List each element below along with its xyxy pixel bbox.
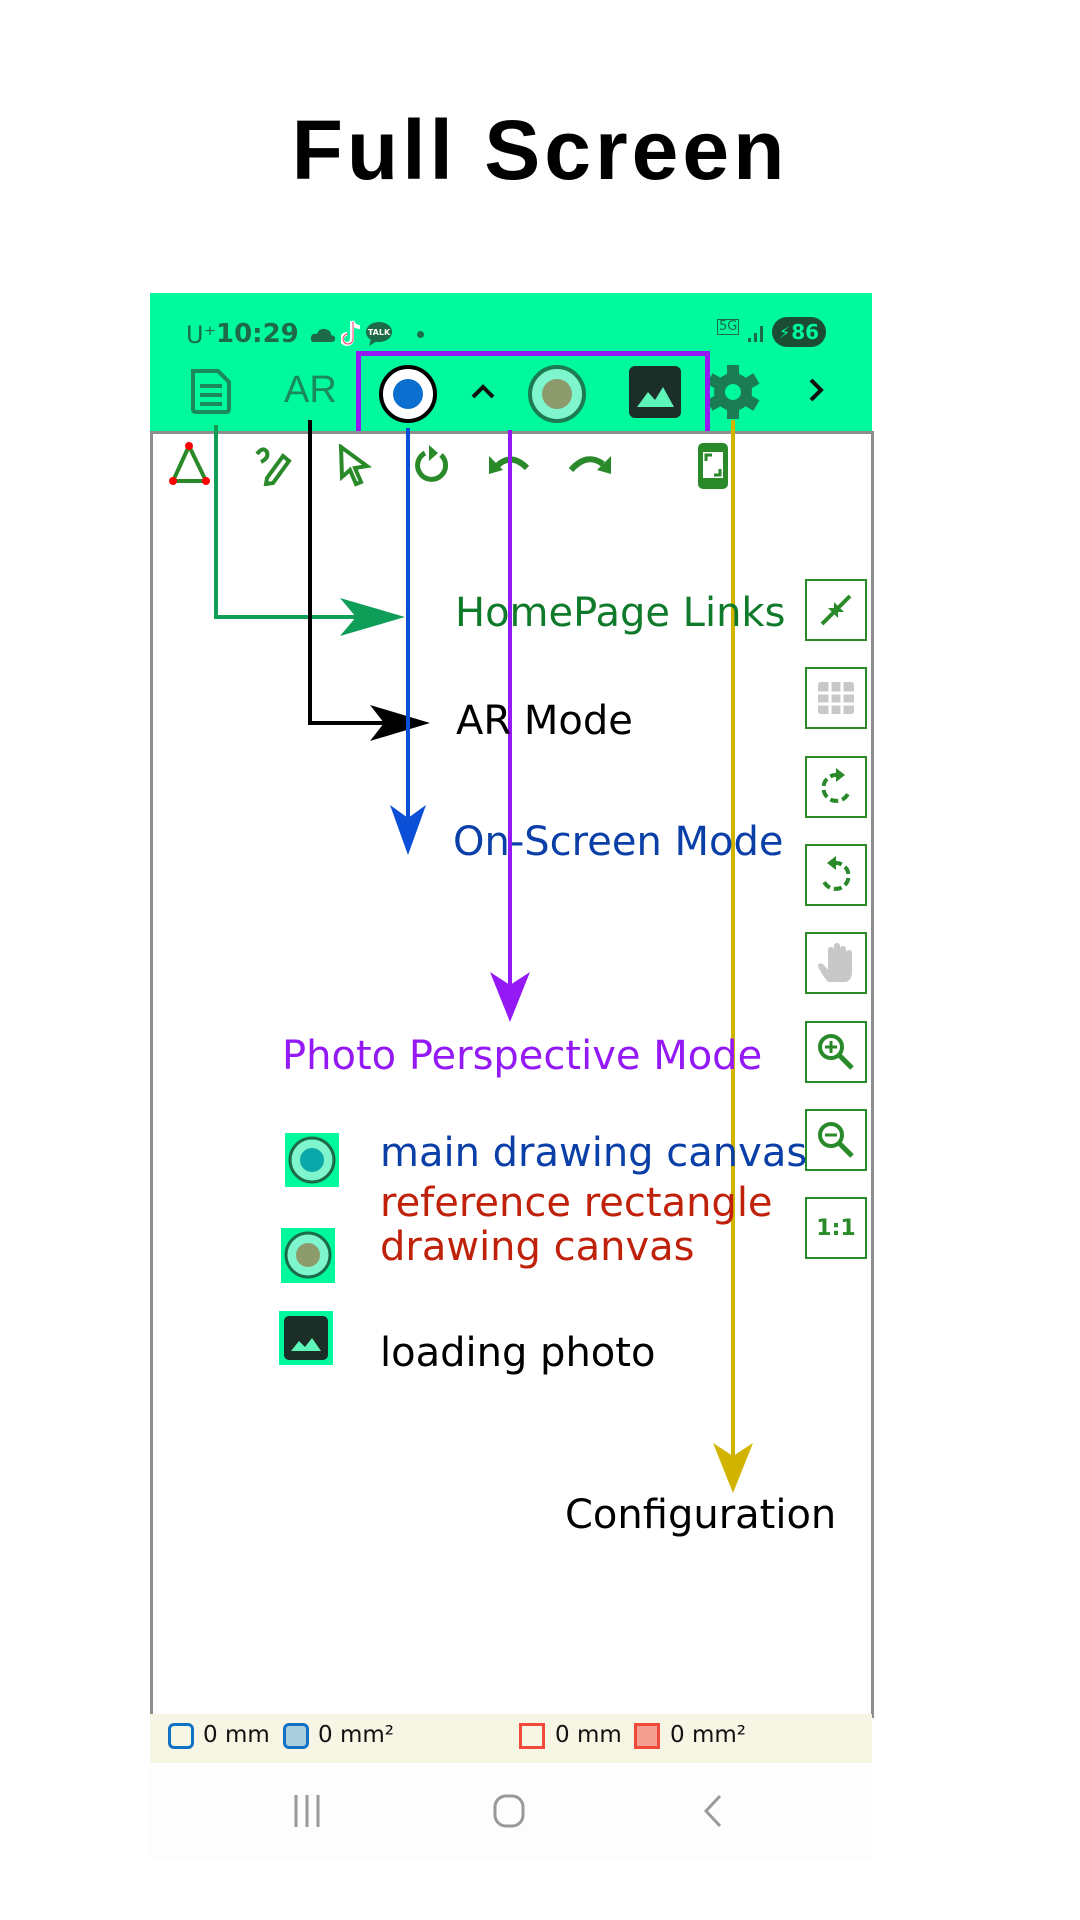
zoom-in-button[interactable] bbox=[805, 1021, 867, 1083]
battery-level: 86 bbox=[791, 320, 820, 344]
redo-icon[interactable] bbox=[565, 448, 613, 480]
legend-reference-canvas-label: reference rectangle drawing canvas bbox=[380, 1181, 773, 1269]
clock: 10:29 bbox=[216, 319, 299, 349]
ar-mode-label: AR Mode bbox=[456, 698, 633, 744]
blue-area-swatch bbox=[283, 1723, 309, 1749]
collapse-button[interactable] bbox=[805, 579, 867, 641]
rotate-ccw-button[interactable] bbox=[805, 844, 867, 906]
document-icon[interactable] bbox=[188, 367, 234, 415]
main-canvas-radio[interactable] bbox=[378, 364, 438, 424]
actual-size-button[interactable]: 1:1 bbox=[805, 1197, 867, 1259]
grid-icon bbox=[818, 682, 854, 714]
notification-dot-icon bbox=[417, 331, 424, 338]
pencil-icon[interactable] bbox=[253, 444, 293, 486]
reference-canvas-radio[interactable] bbox=[527, 364, 587, 424]
status-bar: U⁺ 10:29 TALK 5G ⚡ 86 bbox=[150, 313, 872, 355]
photo-perspective-mode-label: Photo Perspective Mode bbox=[282, 1033, 763, 1079]
legend-main-canvas-label: main drawing canvas bbox=[380, 1130, 808, 1176]
zoom-in-icon bbox=[818, 1034, 854, 1070]
rotate-ccw-icon bbox=[821, 856, 851, 891]
hand-icon bbox=[818, 943, 852, 982]
legend-reference-line2: drawing canvas bbox=[380, 1224, 695, 1270]
phone-fullscreen-icon[interactable] bbox=[697, 442, 729, 490]
on-screen-arrow bbox=[390, 428, 426, 855]
pointer-icon[interactable] bbox=[337, 444, 373, 488]
configuration-arrow bbox=[713, 420, 753, 1493]
blue-length-swatch bbox=[168, 1723, 194, 1749]
home-icon[interactable] bbox=[492, 1793, 526, 1829]
main-canvas-radio-icon bbox=[285, 1133, 339, 1187]
battery-indicator: ⚡ 86 bbox=[772, 317, 826, 347]
svg-text:TALK: TALK bbox=[368, 328, 391, 337]
ar-mode-button[interactable]: AR bbox=[284, 369, 337, 411]
caret-up-icon[interactable] bbox=[470, 381, 496, 401]
grid-button[interactable] bbox=[805, 667, 867, 729]
tiktok-icon bbox=[341, 320, 361, 346]
legend-loading-photo-label: loading photo bbox=[380, 1330, 656, 1376]
cloud-icon bbox=[310, 328, 336, 342]
blue-length-value: 0 mm bbox=[203, 1722, 270, 1748]
chevron-right-icon[interactable] bbox=[806, 377, 826, 403]
photo-icon[interactable] bbox=[628, 365, 682, 419]
pan-button[interactable] bbox=[805, 932, 867, 994]
red-length-value: 0 mm bbox=[555, 1722, 622, 1748]
page-title: Full Screen bbox=[291, 103, 789, 197]
network-5g-icon: 5G bbox=[717, 319, 740, 335]
back-icon[interactable] bbox=[700, 1793, 726, 1829]
triangle-tool-icon[interactable] bbox=[165, 441, 217, 489]
zoom-out-button[interactable] bbox=[805, 1109, 867, 1171]
red-area-swatch bbox=[634, 1723, 660, 1749]
ar-mode-arrow bbox=[308, 420, 430, 741]
signal-icon bbox=[748, 326, 763, 342]
collapse-icon bbox=[820, 594, 852, 626]
recents-icon[interactable] bbox=[290, 1793, 324, 1829]
on-screen-mode-label: On-Screen Mode bbox=[453, 819, 784, 865]
carrier-label: U⁺ bbox=[186, 321, 217, 349]
red-area-value: 0 mm² bbox=[670, 1722, 746, 1748]
photo-perspective-arrow bbox=[490, 430, 530, 1022]
legend-reference-line1: reference rectangle bbox=[380, 1180, 773, 1226]
refresh-icon[interactable] bbox=[411, 443, 451, 487]
rotate-cw-icon bbox=[821, 768, 851, 803]
homepage-links-label: HomePage Links bbox=[455, 590, 786, 636]
system-nav-bar bbox=[150, 1763, 872, 1859]
zoom-out-icon bbox=[818, 1122, 854, 1158]
rotate-cw-button[interactable] bbox=[805, 756, 867, 818]
legend-photo-icon bbox=[279, 1311, 333, 1365]
gear-icon[interactable] bbox=[706, 363, 760, 421]
charging-bolt-icon: ⚡ bbox=[778, 322, 791, 342]
reference-canvas-radio-icon bbox=[281, 1228, 335, 1283]
configuration-label: Configuration bbox=[565, 1492, 837, 1538]
measurement-bar: 0 mm 0 mm² 0 mm 0 mm² bbox=[150, 1714, 872, 1763]
kakaotalk-icon: TALK bbox=[366, 322, 392, 346]
red-length-swatch bbox=[519, 1723, 545, 1749]
blue-area-value: 0 mm² bbox=[318, 1722, 394, 1748]
